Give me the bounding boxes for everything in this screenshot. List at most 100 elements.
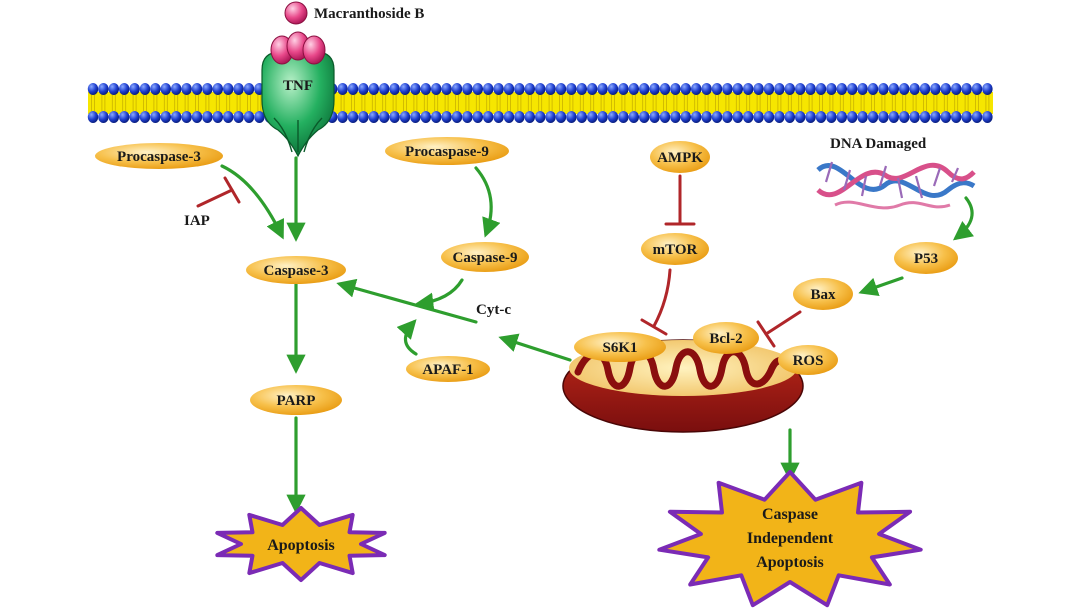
lipid-head <box>649 83 660 95</box>
lipid-head <box>483 111 494 123</box>
lipid-head <box>441 83 452 95</box>
caspase-independent-apoptosis-star: Caspase Independent Apoptosis <box>657 470 923 608</box>
p53-label: P53 <box>914 251 938 267</box>
lipid-head <box>451 83 463 95</box>
node-shape <box>793 278 853 310</box>
lipid-head <box>899 83 910 95</box>
lipid-tail <box>673 95 678 111</box>
lipid-tail <box>943 95 948 111</box>
lipid-head <box>743 111 754 123</box>
lipid-tail <box>590 95 595 111</box>
lipid-head <box>503 111 515 123</box>
lipid-head <box>420 83 431 95</box>
lipid-tail <box>423 95 428 111</box>
lipid-head <box>514 111 525 123</box>
node-bax: Bax <box>793 278 853 310</box>
lipid-head <box>139 111 151 123</box>
lipid-tail <box>403 95 407 111</box>
lipid-head <box>711 111 723 123</box>
lipid-head <box>212 83 223 95</box>
lipid-head <box>722 111 733 123</box>
node-shape <box>95 143 223 169</box>
lipid-tail <box>340 95 345 111</box>
lipid-head <box>108 111 120 123</box>
lipid-tail <box>132 95 137 111</box>
lipid-head <box>389 111 400 123</box>
lipid-head <box>639 83 650 95</box>
lipid-head <box>472 111 483 123</box>
lipid-head <box>108 83 120 95</box>
cell-membrane <box>87 83 993 123</box>
lipid-tail <box>569 95 574 111</box>
lipid-head <box>119 83 130 95</box>
lipid-head <box>576 83 587 95</box>
lipid-head <box>774 111 785 123</box>
lipid-head <box>836 111 847 123</box>
lipid-tail <box>819 95 823 111</box>
node-shape <box>650 141 710 173</box>
inhibit-bax-bcl2 <box>756 310 802 348</box>
lipid-head <box>618 83 629 95</box>
lipid-head <box>202 111 213 123</box>
node-shape <box>246 256 346 284</box>
lipid-head <box>223 83 234 95</box>
lipid-head <box>659 111 671 123</box>
caspase-independent-line2: Independent <box>747 530 834 547</box>
lipid-head <box>753 83 764 95</box>
lipid-head <box>795 83 806 95</box>
arrow-procaspase3-caspase3 <box>220 164 284 240</box>
lipid-head <box>587 111 598 123</box>
lipid-head <box>951 111 962 123</box>
lipid-tail <box>923 95 927 111</box>
arrow-mito-cytc <box>498 333 572 362</box>
lipid-head <box>524 111 535 123</box>
node-s6k1: S6K1 <box>574 332 666 362</box>
lipid-tail <box>392 95 397 111</box>
lipid-tail <box>101 95 106 111</box>
lipid-head <box>847 111 858 123</box>
lipid-head <box>888 83 899 95</box>
lipid-head <box>899 111 910 123</box>
lipid-tail <box>413 95 418 111</box>
lipid-tail <box>465 95 470 111</box>
lipid-head <box>701 83 712 95</box>
node-shape <box>441 242 529 272</box>
arrow-procaspase9-caspase9 <box>474 166 501 238</box>
node-caspase9: Caspase-9 <box>441 242 529 272</box>
node-shape <box>778 345 838 375</box>
macranthoside-b-ligand <box>284 1 308 25</box>
lipid-head <box>514 83 525 95</box>
lipid-tail <box>496 95 501 111</box>
lipid-tail <box>475 95 480 111</box>
lipid-head <box>566 83 577 95</box>
lipid-head <box>919 111 931 123</box>
s6k1-label: S6K1 <box>602 340 637 356</box>
lipid-head <box>503 83 515 95</box>
arrow-cytc-caspase3 <box>336 278 478 324</box>
lipid-head <box>410 83 421 95</box>
lipid-head <box>847 83 858 95</box>
lipid-tail <box>715 95 719 111</box>
lipid-tail <box>351 95 355 111</box>
inhibit-iap-caspase3 <box>196 176 241 208</box>
lipid-tail <box>527 95 532 111</box>
lipid-head <box>368 111 379 123</box>
lipid-head <box>670 83 681 95</box>
lipid-head <box>857 83 868 95</box>
lipid-head <box>483 83 494 95</box>
lipid-head <box>347 111 359 123</box>
lipid-tail <box>704 95 709 111</box>
lipid-head <box>223 111 234 123</box>
lipid-head <box>129 83 140 95</box>
lipid-tail <box>538 95 543 111</box>
lipid-head <box>379 111 390 123</box>
lipid-head <box>368 83 379 95</box>
lipid-head <box>202 83 213 95</box>
lipid-head <box>150 83 161 95</box>
lipid-head <box>774 83 785 95</box>
lipid-head <box>680 111 691 123</box>
lipid-head <box>462 111 473 123</box>
lipid-tail <box>486 95 491 111</box>
lipid-tail <box>933 95 938 111</box>
